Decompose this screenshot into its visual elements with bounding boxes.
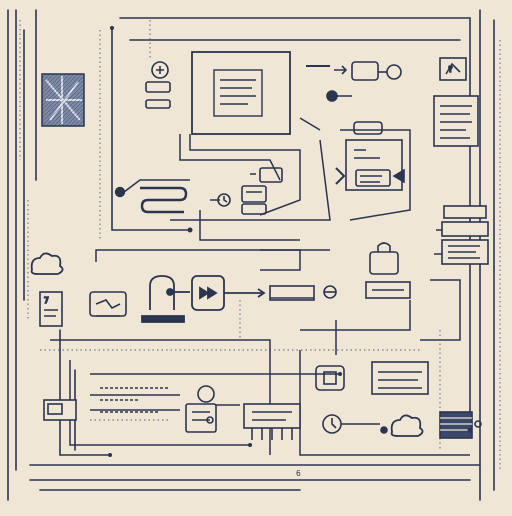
pump-node	[141, 275, 190, 323]
clock-icon	[217, 193, 231, 207]
cloud-upload-icon	[390, 414, 424, 437]
output-terminal	[243, 403, 301, 440]
mini-display: 7	[39, 291, 63, 327]
server-rack-icon	[434, 205, 489, 265]
keyboard-icon	[241, 167, 283, 215]
junction-dots	[108, 26, 473, 457]
lower-left-panel	[43, 387, 170, 421]
middle-wires	[119, 117, 411, 251]
mini-display-glyph: 7	[44, 296, 49, 305]
signal-cluster	[335, 121, 405, 191]
padlock-icon	[365, 242, 411, 299]
cloud-icon	[30, 252, 64, 275]
footer-mark: 6	[296, 469, 301, 478]
battery-pack	[439, 411, 482, 439]
document-icon	[191, 51, 291, 135]
loop-coil	[114, 186, 188, 214]
status-window	[315, 361, 429, 395]
globe-icon	[185, 385, 217, 433]
lower-wires	[50, 249, 470, 456]
monitor-icon: ?	[439, 57, 467, 81]
corner-glyph: ?	[448, 65, 453, 74]
play-fast-forward-icon[interactable]	[191, 275, 266, 311]
target-node	[145, 61, 171, 109]
top-right-chain	[306, 61, 402, 102]
report-panel	[433, 95, 479, 147]
relay-strip	[269, 285, 337, 301]
timer-node	[322, 414, 388, 434]
circuit-thumbnail-icon	[41, 73, 85, 127]
printer-icon	[89, 291, 127, 317]
